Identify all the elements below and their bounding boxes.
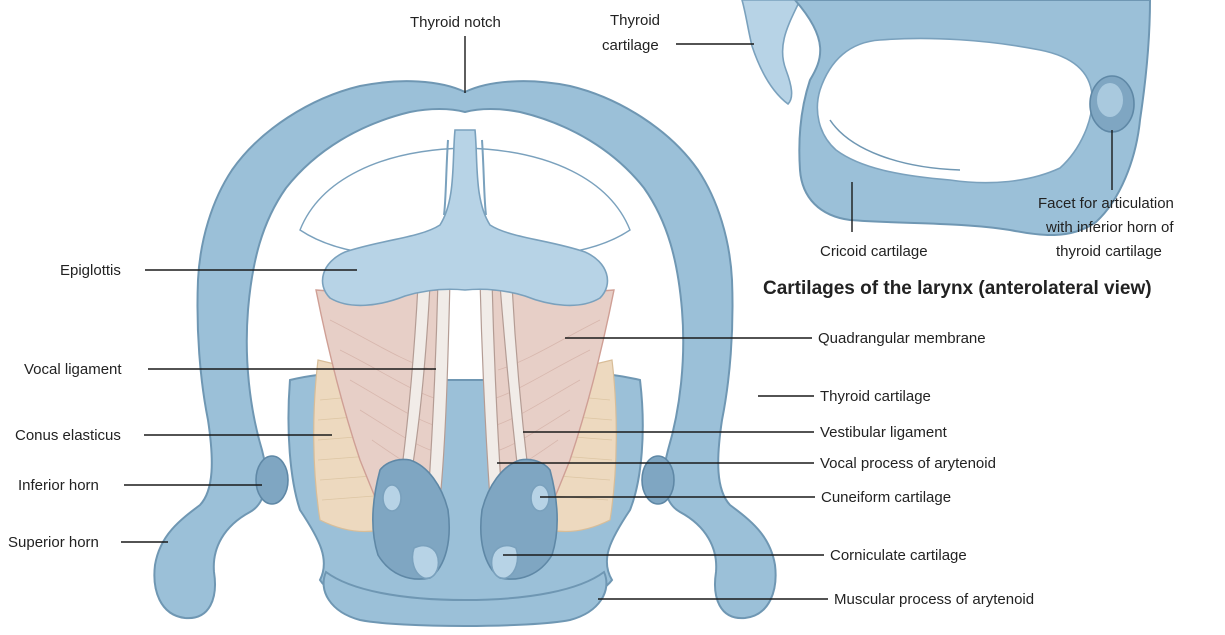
label-epiglottis: Epiglottis [60,262,121,279]
label-muscular-process: Muscular process of arytenoid [834,591,1034,608]
inset-facet-highlight [1097,83,1123,117]
label-vocal-ligament: Vocal ligament [24,361,122,378]
label-thyroid-cartilage-top-1: Thyroid [610,12,660,29]
label-cricoid-cartilage: Cricoid cartilage [820,243,928,260]
label-facet-3: thyroid cartilage [1056,243,1162,260]
main-posterior-view [154,81,775,626]
label-quadrangular-membrane: Quadrangular membrane [818,330,986,347]
label-facet-2: with inferior horn of [1045,219,1174,236]
inferior-horn-joint-left [256,456,288,504]
caption-title: Cartilages of the larynx (anterolateral … [763,278,1152,299]
label-conus-elasticus: Conus elasticus [15,427,121,444]
label-cuneiform-cartilage: Cuneiform cartilage [821,489,951,506]
label-inferior-horn: Inferior horn [18,477,99,494]
label-thyroid-notch: Thyroid notch [410,14,501,31]
label-facet-1: Facet for articulation [1038,195,1174,212]
label-thyroid-cartilage-top-2: cartilage [602,37,659,54]
cuneiform-right [531,485,549,511]
cuneiform-left [383,485,401,511]
inset-thyroid-lamina [742,0,800,104]
label-superior-horn: Superior horn [8,534,99,551]
label-vocal-process: Vocal process of arytenoid [820,455,996,472]
label-vestibular-ligament: Vestibular ligament [820,424,948,441]
inset-cricoid-lumen [817,38,1092,182]
label-corniculate-cartilage: Corniculate cartilage [830,547,967,564]
label-thyroid-cartilage: Thyroid cartilage [820,388,931,405]
